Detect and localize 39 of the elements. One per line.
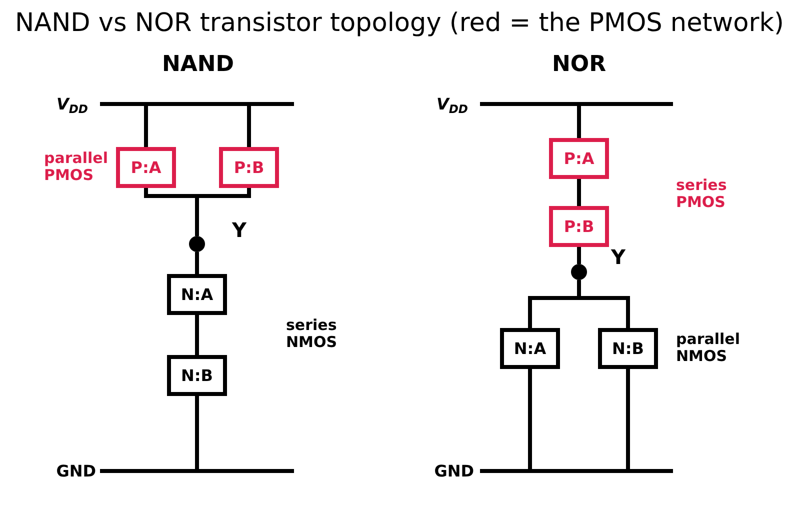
nmos-transistor-box <box>598 328 658 369</box>
pmos-transistor-box <box>549 138 609 179</box>
wire <box>247 106 251 147</box>
network-annotation: series PMOS <box>676 177 727 211</box>
wire <box>577 106 581 138</box>
wire <box>144 106 148 147</box>
rail-label: GND <box>434 462 474 480</box>
network-annotation: series NMOS <box>286 317 338 351</box>
nmos-transistor-box <box>500 328 560 369</box>
panel-heading: NOR <box>552 52 606 77</box>
transistor-label: N:B <box>612 339 644 358</box>
diagram-title: NAND vs NOR transistor topology (red = the PMOS network) <box>14 8 785 38</box>
panel-heading: NAND <box>162 52 234 77</box>
rail-label: GND <box>56 462 96 480</box>
pmos-transistor-box <box>549 206 609 247</box>
nmos-transistor-box <box>167 274 227 315</box>
transistor-label: N:B <box>181 366 213 385</box>
transistor-label: P:A <box>130 158 162 177</box>
wire <box>195 396 199 469</box>
wire <box>195 252 199 274</box>
transistor-label: P:B <box>234 158 264 177</box>
output-label: Y <box>232 219 246 241</box>
rail-label: V$_{DD}$ <box>436 94 468 114</box>
network-annotation: parallel PMOS <box>44 150 108 184</box>
output-label: Y <box>611 246 626 268</box>
transistor-label: N:A <box>180 285 214 304</box>
pmos-transistor-box <box>219 147 279 188</box>
wire <box>577 179 581 206</box>
wire <box>528 369 532 469</box>
wire <box>577 247 581 264</box>
wire <box>626 369 630 469</box>
transistor-label: P:A <box>564 149 594 168</box>
pmos-transistor-box <box>116 147 176 188</box>
wire <box>195 315 199 355</box>
transistor-label: N:A <box>514 339 546 358</box>
nmos-transistor-box <box>167 355 227 396</box>
rail-label: V$_{DD}$ <box>56 94 88 114</box>
transistor-label: P:B <box>564 217 594 236</box>
network-annotation: parallel NMOS <box>676 331 740 365</box>
